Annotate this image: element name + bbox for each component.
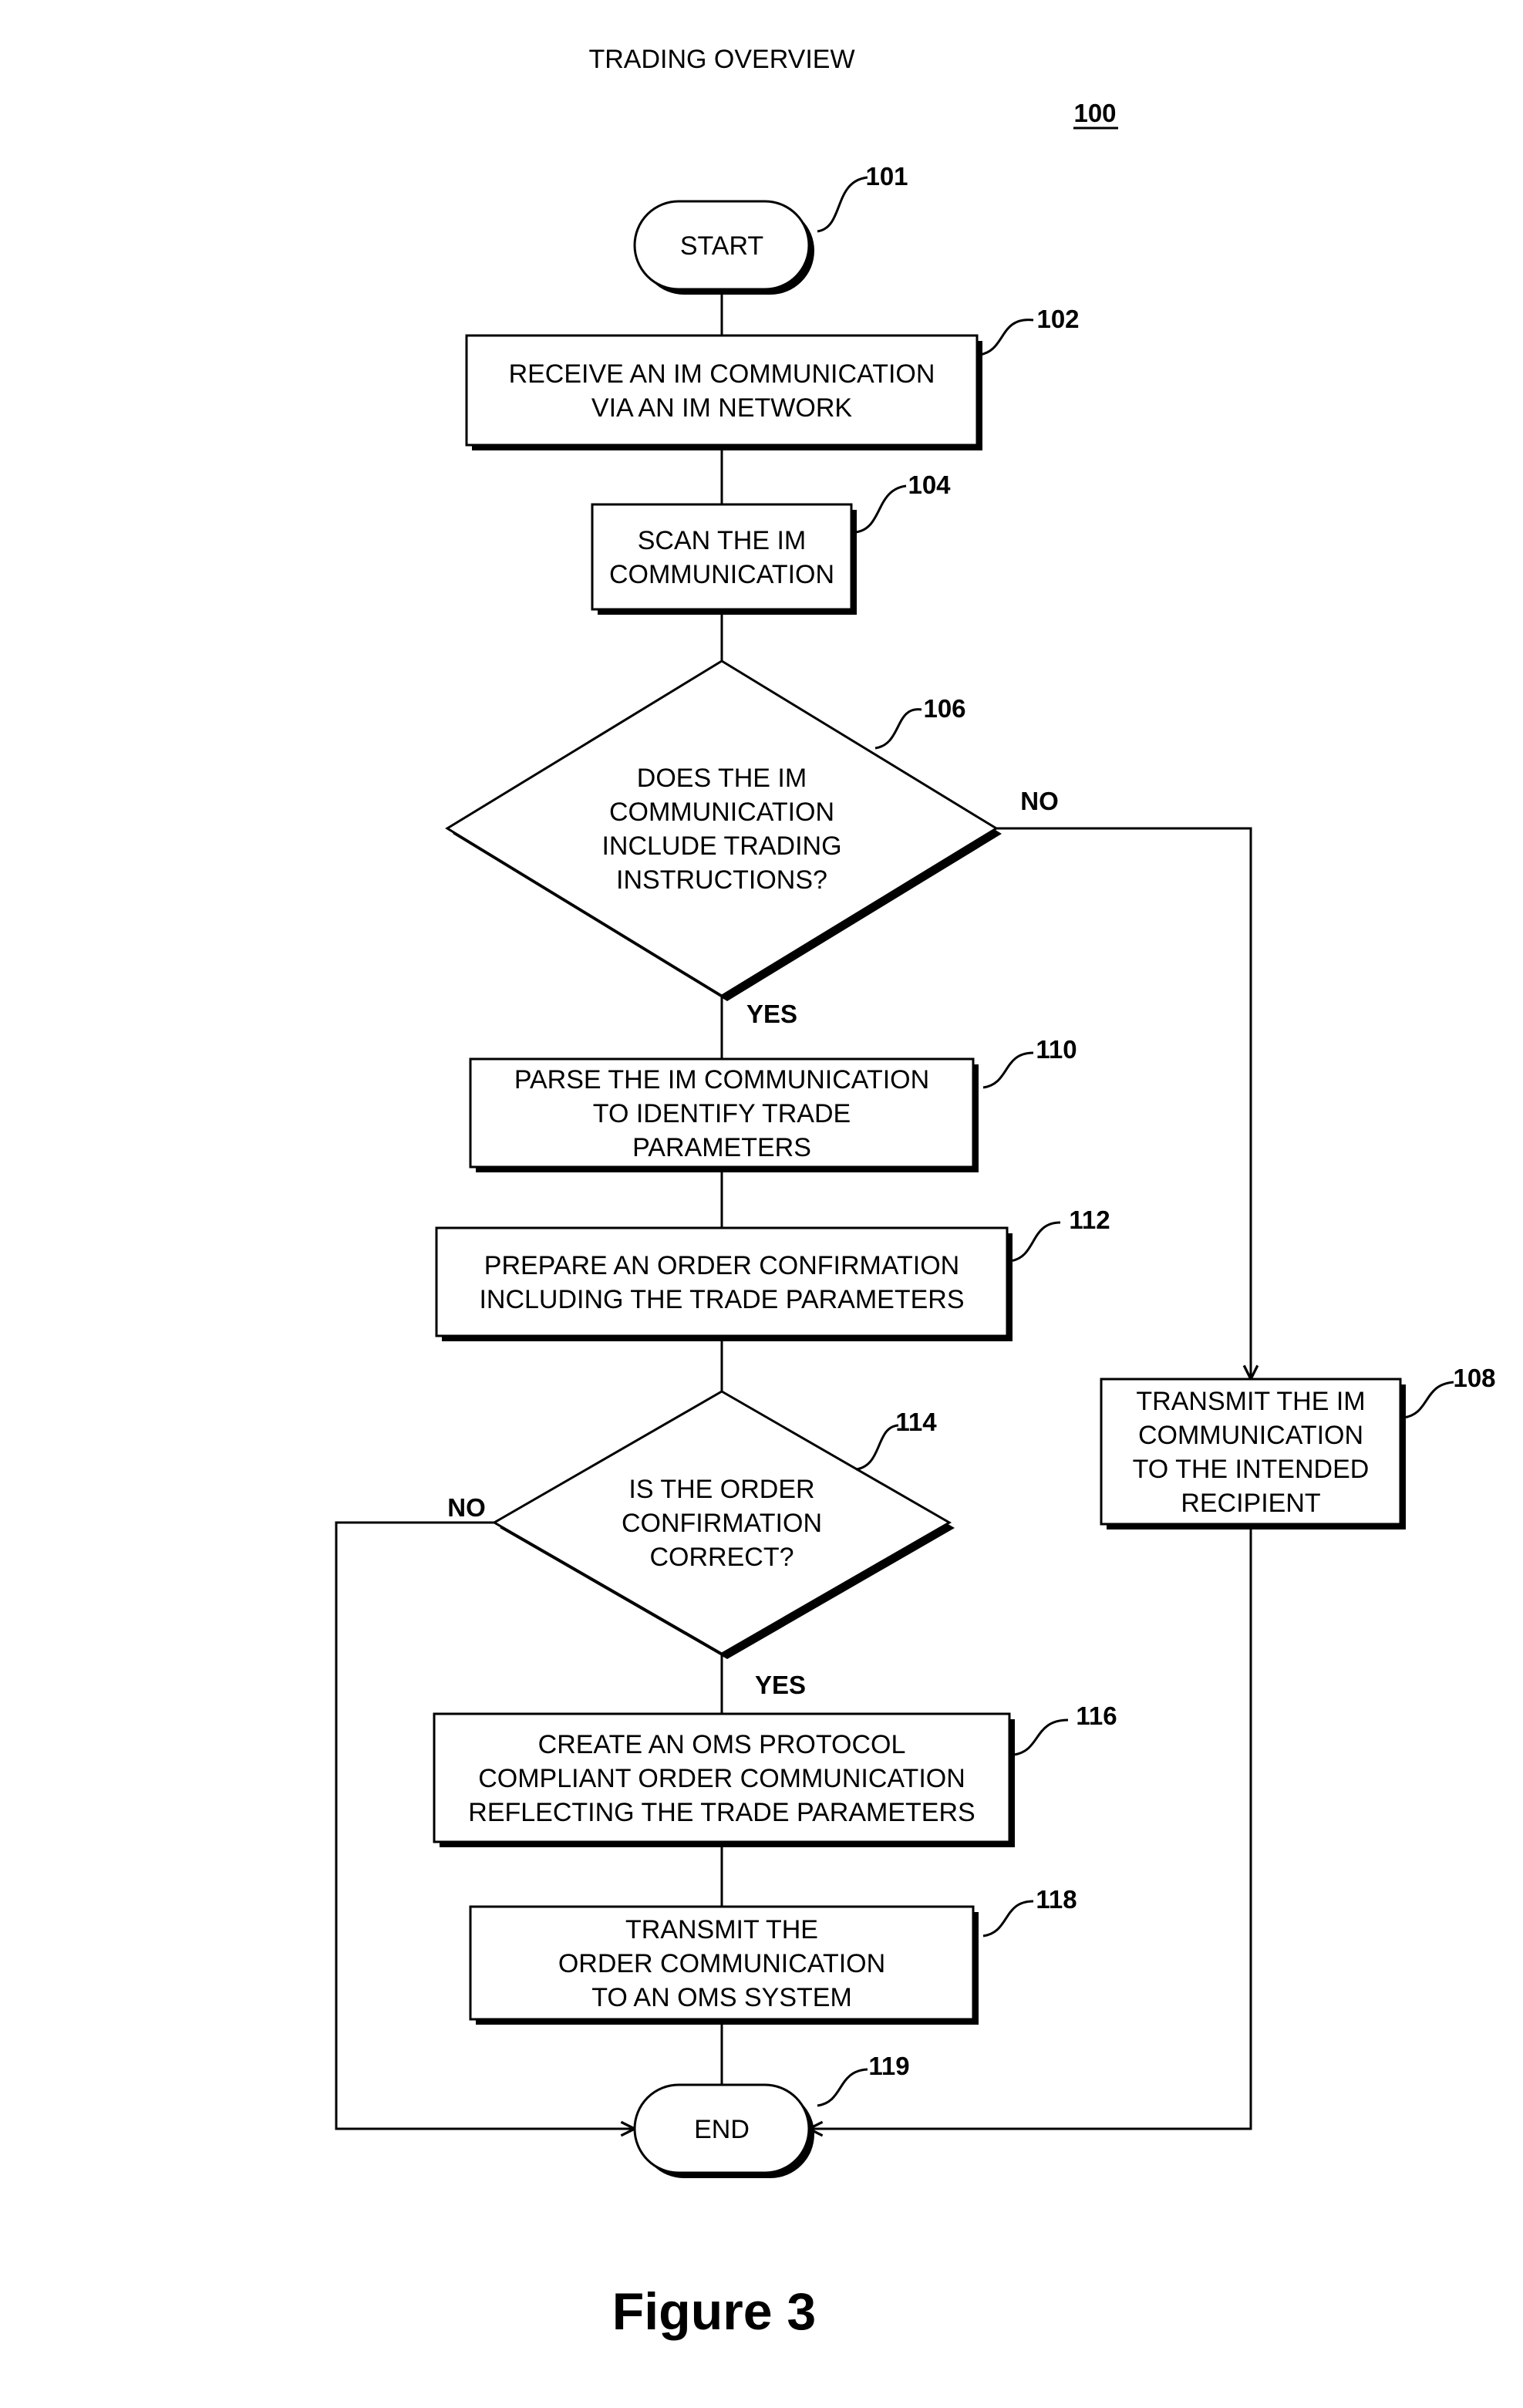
node-text-line: REFLECTING THE TRADE PARAMETERS [468,1798,975,1827]
process-box [467,336,977,445]
process-node-118: TRANSMIT THE ORDER COMMUNICATION TO AN OMS… [470,1885,1077,2025]
decision-node-114: IS THE ORDER CONFIRMATION CORRECT? 114 [494,1391,955,1659]
process-node-116: CREATE AN OMS PROTOCOL COMPLIANT ORDER CO… [434,1701,1117,1847]
terminal-node-119: END 119 [635,2052,910,2178]
connector-106-to-108 [996,828,1251,1379]
node-text-line: PARAMETERS [632,1133,811,1162]
figure-number-label: 100 [1073,99,1116,127]
node-text-line: COMMUNICATION [1138,1421,1363,1450]
branch-label-no: NO [1020,787,1059,815]
figure-number: 100 [1073,99,1118,128]
branch-label-no: NO [447,1493,486,1522]
reference-leader-line [817,177,868,231]
node-text-line: SCAN THE IM [638,526,807,555]
node-text-line: START [680,231,763,261]
flow-nodes: START 101RECEIVE AN IM COMMUNICATION VIA A… [434,162,1496,2178]
node-text-line: COMMUNICATION [609,798,834,827]
reference-numeral-108: 108 [1453,1364,1495,1392]
node-text-line: TRANSMIT THE IM [1136,1387,1365,1416]
reference-numeral-101: 101 [865,162,908,191]
node-text-line: CREATE AN OMS PROTOCOL [538,1730,906,1759]
reference-numeral-116: 116 [1076,1701,1117,1730]
node-text-line: INCLUDE TRADING [601,831,841,861]
reference-leader-line [1403,1382,1454,1418]
node-text-line: INSTRUCTIONS? [616,865,827,895]
node-text-line: PREPARE AN ORDER CONFIRMATION [484,1251,959,1280]
decision-diamond [447,661,996,996]
node-text-line: DOES THE IM [637,764,807,793]
reference-numeral-104: 104 [908,470,951,499]
reference-leader-line [817,2069,868,2106]
branch-label-yes: YES [746,1000,797,1028]
decision-node-106: DOES THE IM COMMUNICATION INCLUDE TRADING I… [447,661,1002,1001]
branch-label-yes: YES [755,1671,806,1699]
node-text-line: IS THE ORDER [628,1475,814,1504]
process-box [436,1228,1007,1336]
node-text-line: TO AN OMS SYSTEM [591,1983,852,2012]
node-text-line: TO THE INTENDED [1133,1455,1370,1484]
reference-numeral-110: 110 [1036,1035,1077,1064]
node-text-line: RECIPIENT [1181,1489,1320,1518]
terminal-node-101: START 101 [635,162,908,295]
reference-numeral-112: 112 [1069,1206,1110,1234]
diagram-title: TRADING OVERVIEW [588,45,854,74]
reference-leader-line [983,1053,1033,1088]
reference-leader-line [856,486,906,532]
node-text-line: COMMUNICATION [609,560,834,589]
process-node-104: SCAN THE IM COMMUNICATION 104 [592,470,951,615]
node-text-line: VIA AN IM NETWORK [591,393,852,423]
node-text-line: CORRECT? [649,1543,794,1572]
process-box [592,504,851,609]
reference-leader-line [875,710,922,748]
process-node-108: TRANSMIT THE IM COMMUNICATION TO THE INTEN… [1101,1364,1496,1529]
reference-numeral-114: 114 [895,1408,937,1436]
node-text-line: COMPLIANT ORDER COMMUNICATION [478,1764,965,1793]
node-text-line: ORDER COMMUNICATION [558,1949,885,1978]
node-text-line: PARSE THE IM COMMUNICATION [514,1065,929,1094]
node-text-line: END [694,2115,750,2144]
reference-leader-line [1014,1720,1068,1755]
node-text-line: TO IDENTIFY TRADE [593,1099,851,1128]
figure-caption: Figure 3 [612,2282,817,2341]
reference-numeral-119: 119 [868,2052,909,2080]
reference-numeral-118: 118 [1036,1885,1077,1914]
node-text-line: INCLUDING THE TRADE PARAMETERS [479,1285,964,1314]
reference-leader-line [1010,1223,1060,1261]
reference-leader-line [856,1425,898,1469]
reference-leader-line [983,1901,1033,1936]
process-node-112: PREPARE AN ORDER CONFIRMATION INCLUDING T… [436,1206,1110,1341]
process-node-102: RECEIVE AN IM COMMUNICATION VIA AN IM NET… [467,305,1080,450]
node-text-line: RECEIVE AN IM COMMUNICATION [509,359,935,389]
reference-numeral-106: 106 [923,694,965,723]
node-text-line: CONFIRMATION [622,1509,822,1538]
process-node-110: PARSE THE IM COMMUNICATION TO IDENTIFY TR… [470,1035,1077,1172]
reference-leader-line [979,320,1033,355]
reference-numeral-102: 102 [1036,305,1079,333]
node-text-line: TRANSMIT THE [625,1915,818,1944]
